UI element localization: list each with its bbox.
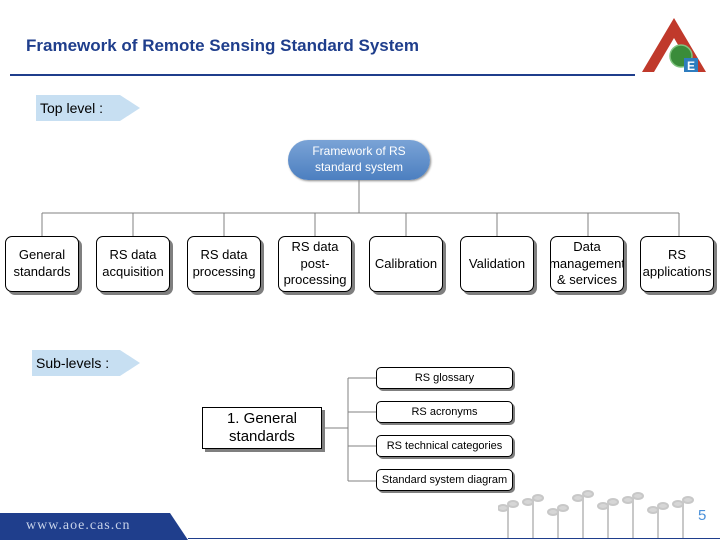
sub-item-rs-acronyms: RS acronyms <box>376 401 513 423</box>
sub-root-line: 1. General <box>226 410 298 427</box>
category-line: General <box>18 247 66 263</box>
sub-levels-label: Sub-levels : <box>32 350 140 376</box>
category-line: RS data <box>291 238 339 254</box>
sub-root-general-standards: 1. General standards <box>202 407 322 449</box>
logo-letter: E <box>687 59 695 73</box>
footer-divider <box>188 538 720 539</box>
category-line: processing <box>192 264 256 279</box>
header-bar <box>0 0 720 74</box>
root-node-line: Framework of RS <box>312 144 406 159</box>
category-line: & services <box>557 272 617 288</box>
category-line: post- <box>300 255 330 271</box>
category-calibration: Calibration <box>369 236 443 292</box>
logo-e-box <box>684 58 698 72</box>
header-divider <box>10 74 635 76</box>
category-line: standards <box>13 264 71 279</box>
root-node-line: standard system <box>314 160 404 174</box>
category-line: Calibration <box>374 255 438 271</box>
category-line: Validation <box>468 255 526 271</box>
top-level-label: Top level : <box>36 95 140 121</box>
footer-bar <box>0 513 188 540</box>
category-line: processing <box>283 272 347 288</box>
category-line: RS data <box>109 247 157 263</box>
category-line: applications <box>642 264 712 279</box>
sub-item-standard-system-diagram: Standard system diagram <box>376 469 513 491</box>
category-line: RS <box>667 247 687 263</box>
category-line: RS data <box>200 247 248 263</box>
logo-globe-ring <box>669 44 693 68</box>
category-line: acquisition <box>102 264 164 279</box>
root-node: Framework of RS standard system <box>288 140 430 180</box>
slide-title: Framework of Remote Sensing Standard Sys… <box>26 36 419 55</box>
sub-item-rs-glossary: RS glossary <box>376 367 513 389</box>
category-validation: Validation <box>460 236 534 292</box>
sub-item-rs-technical-categories: RS technical categories <box>376 435 513 457</box>
aoe-logo-icon: E <box>642 18 706 73</box>
sub-root-line: standards <box>229 428 295 445</box>
footer-url: www.aoe.cas.cn <box>26 518 131 533</box>
plants-decoration-icon <box>498 490 694 538</box>
page-number: 5 <box>698 507 707 524</box>
category-line: management <box>550 255 624 271</box>
category-line: Data <box>573 238 601 254</box>
